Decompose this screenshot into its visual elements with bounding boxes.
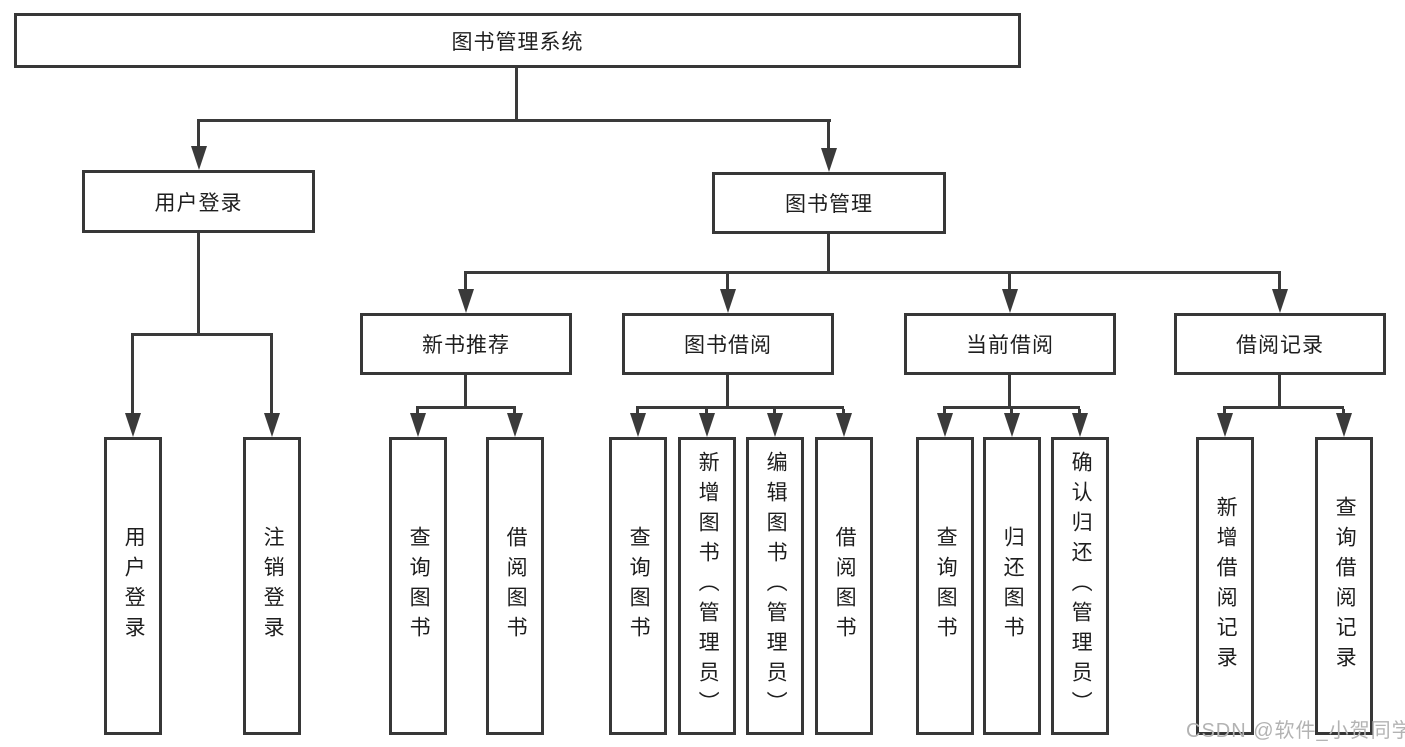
connector-line <box>1278 375 1281 409</box>
arrowhead-down-icon <box>699 413 715 437</box>
node-book-management-label: 图书管理 <box>785 193 873 216</box>
leaf-query-books-current: 查询图书 <box>916 437 974 735</box>
node-current-borrow-label: 当前借阅 <box>966 334 1054 357</box>
arrowhead-down-icon <box>264 413 280 437</box>
leaf-query-borrow-record: 查询借阅记录 <box>1315 437 1373 735</box>
connector-line <box>197 233 200 336</box>
arrowhead-down-icon <box>1336 413 1352 437</box>
leaf-confirm-return-admin: 确认归还（管理员） <box>1051 437 1109 735</box>
arrowhead-down-icon <box>1004 413 1020 437</box>
arrowhead-down-icon <box>458 289 474 313</box>
leaf-add-borrow-record-label: 新增借阅记录 <box>1214 496 1238 676</box>
leaf-query-books-borrow-label: 查询图书 <box>627 526 651 646</box>
node-new-book-recommend-label: 新书推荐 <box>422 334 510 357</box>
leaf-user-login-label: 用户登录 <box>122 526 146 646</box>
leaf-borrow-books: 借阅图书 <box>815 437 873 735</box>
arrowhead-down-icon <box>720 289 736 313</box>
leaf-query-borrow-record-label: 查询借阅记录 <box>1333 496 1357 676</box>
leaf-return-books-label: 归还图书 <box>1001 526 1025 646</box>
connector-line <box>943 406 1080 409</box>
connector-line <box>131 336 134 416</box>
node-user-login: 用户登录 <box>82 170 315 233</box>
leaf-borrow-books-recommend-label: 借阅图书 <box>504 526 528 646</box>
connector-line <box>726 375 729 409</box>
node-book-borrow-label: 图书借阅 <box>684 334 772 357</box>
connector-line <box>827 234 830 274</box>
node-new-book-recommend: 新书推荐 <box>360 313 572 375</box>
connector-line <box>636 406 844 409</box>
node-user-login-label: 用户登录 <box>154 191 243 215</box>
arrowhead-down-icon <box>507 413 523 437</box>
node-book-borrow: 图书借阅 <box>622 313 834 375</box>
leaf-borrow-books-label: 借阅图书 <box>833 526 857 646</box>
node-book-management: 图书管理 <box>712 172 946 234</box>
leaf-user-login: 用户登录 <box>104 437 162 735</box>
leaf-edit-books-admin-label: 编辑图书（管理员） <box>764 451 788 721</box>
leaf-add-books-admin-label: 新增图书（管理员） <box>696 451 720 721</box>
arrowhead-down-icon <box>191 146 207 170</box>
node-root: 图书管理系统 <box>14 13 1021 68</box>
connector-line <box>197 119 831 122</box>
connector-line <box>416 406 516 409</box>
leaf-query-books-recommend: 查询图书 <box>389 437 447 735</box>
node-borrow-record: 借阅记录 <box>1174 313 1386 375</box>
leaf-add-borrow-record: 新增借阅记录 <box>1196 437 1254 735</box>
arrowhead-down-icon <box>410 413 426 437</box>
connector-line <box>197 122 200 150</box>
arrowhead-down-icon <box>836 413 852 437</box>
leaf-edit-books-admin: 编辑图书（管理员） <box>746 437 804 735</box>
node-borrow-record-label: 借阅记录 <box>1236 334 1324 357</box>
connector-line <box>1008 274 1011 292</box>
leaf-query-books-current-label: 查询图书 <box>934 526 958 646</box>
leaf-confirm-return-admin-label: 确认归还（管理员） <box>1069 451 1093 721</box>
arrowhead-down-icon <box>821 148 837 172</box>
connector-line <box>515 68 518 122</box>
connector-line <box>464 274 467 292</box>
leaf-add-books-admin: 新增图书（管理员） <box>678 437 736 735</box>
connector-line <box>726 274 729 292</box>
connector-line <box>1223 406 1344 409</box>
connector-line <box>1008 375 1011 409</box>
leaf-borrow-books-recommend: 借阅图书 <box>486 437 544 735</box>
watermark-text: CSDN @软件_小贺同学 <box>1186 720 1405 742</box>
leaf-return-books: 归还图书 <box>983 437 1041 735</box>
arrowhead-down-icon <box>630 413 646 437</box>
leaf-query-books-recommend-label: 查询图书 <box>407 526 431 646</box>
node-root-label: 图书管理系统 <box>451 30 584 54</box>
connector-line <box>131 333 273 336</box>
connector-line <box>1278 274 1281 292</box>
arrowhead-down-icon <box>1072 413 1088 437</box>
arrowhead-down-icon <box>767 413 783 437</box>
arrowhead-down-icon <box>937 413 953 437</box>
leaf-logout: 注销登录 <box>243 437 301 735</box>
connector-line <box>464 375 467 409</box>
arrowhead-down-icon <box>1272 289 1288 313</box>
leaf-logout-label: 注销登录 <box>261 526 285 646</box>
connector-line <box>827 122 830 152</box>
node-current-borrow: 当前借阅 <box>904 313 1116 375</box>
arrowhead-down-icon <box>1002 289 1018 313</box>
arrowhead-down-icon <box>125 413 141 437</box>
leaf-query-books-borrow: 查询图书 <box>609 437 667 735</box>
connector-line <box>270 336 273 416</box>
arrowhead-down-icon <box>1217 413 1233 437</box>
connector-line <box>464 271 1281 274</box>
